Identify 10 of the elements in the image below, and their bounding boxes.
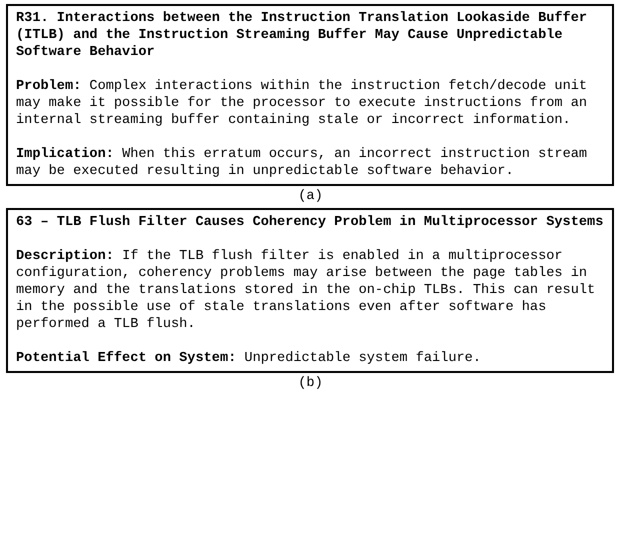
implication-paragraph: Implication: When this erratum occurs, an incorrect instruction stream may be executed resulting in unpredictable software behavior. [16,146,588,180]
effect-paragraph: Potential Effect on System: Unpredictable system failure. [16,350,482,367]
erratum-box [6,4,614,186]
description-paragraph: Description: If the TLB flush filter is enabled in a multiprocessor configuration, coherency problems may arise between the page tables in memory and the translations stored in the on-chip TLBs. This can result in the possible use of stale translations even after software has performed a TLB flush. [16,248,596,333]
erratum-title: R31. Interactions between the Instruction Translation Lookaside Buffer (ITLB) and the Instruction Streaming Buffer May Cause Unpredictable Software Behavior [16,10,588,61]
panel-caption: (a) [298,188,323,205]
panel-caption: (b) [298,375,323,392]
problem-paragraph: Problem: Complex interactions within the instruction fetch/decode unit may make it possible for the processor to execute instructions from an internal streaming buffer containing stale or incorrect information. [16,78,588,129]
erratum-box [6,208,614,373]
erratum-title: 63 – TLB Flush Filter Causes Coherency Problem in Multiprocessor Systems [16,214,604,231]
